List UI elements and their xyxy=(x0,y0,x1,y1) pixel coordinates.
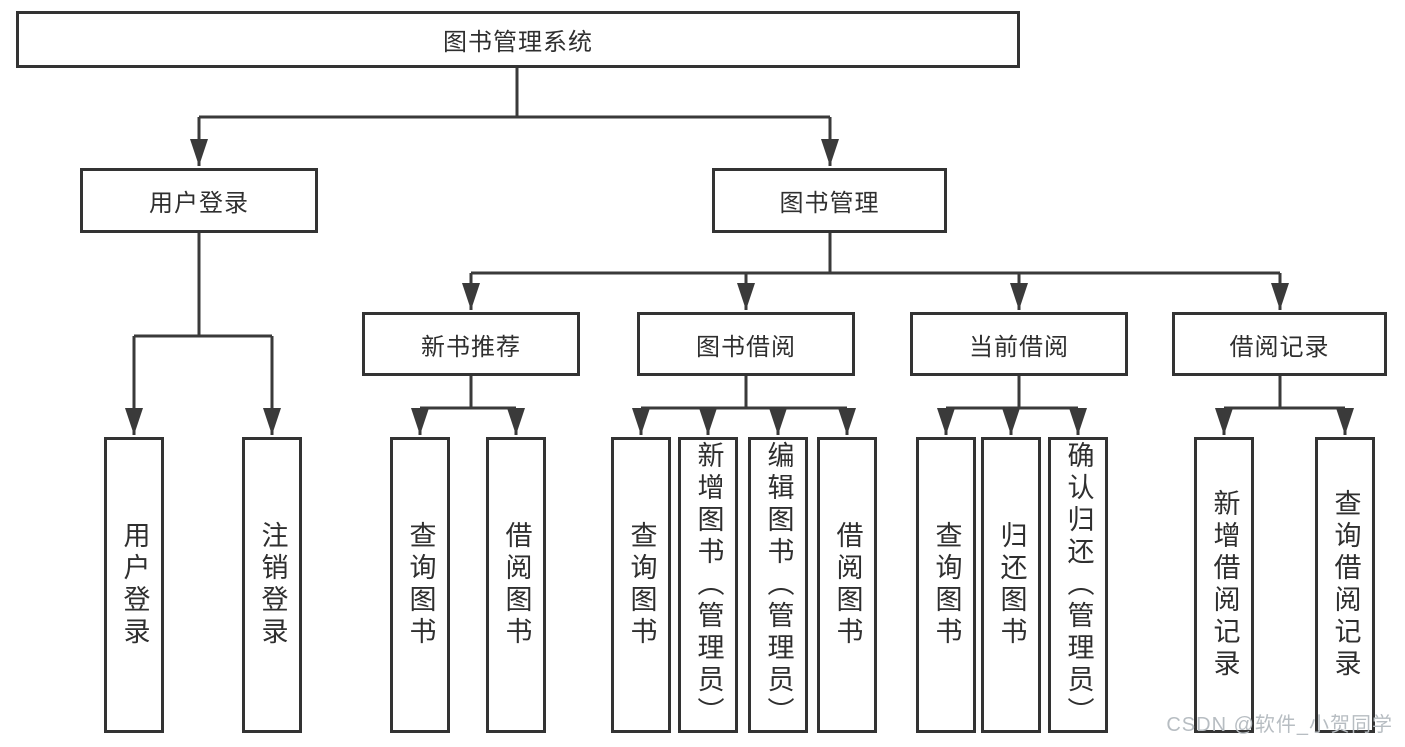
leaf-add-book-admin: 新增图书（管理员） xyxy=(678,437,738,733)
node-current-borrow: 当前借阅 xyxy=(910,312,1128,376)
leaf-query-book-current: 查询图书 xyxy=(916,437,976,733)
connector-trunks xyxy=(134,68,1345,410)
leaf-user-login: 用户登录 xyxy=(104,437,164,733)
node-book-management: 图书管理 xyxy=(712,168,947,233)
csdn-watermark: CSDN @软件_小贺同学 xyxy=(1166,714,1393,736)
node-user-login: 用户登录 xyxy=(80,168,318,233)
leaf-return-book: 归还图书 xyxy=(981,437,1041,733)
node-root: 图书管理系统 xyxy=(16,11,1020,68)
leaf-query-book-recommend: 查询图书 xyxy=(390,437,450,733)
node-borrow-record: 借阅记录 xyxy=(1172,312,1387,376)
leaf-edit-book-admin: 编辑图书（管理员） xyxy=(748,437,808,733)
leaf-borrow-book-recommend: 借阅图书 xyxy=(486,437,546,733)
node-book-borrow: 图书借阅 xyxy=(637,312,855,376)
node-new-book-recommend: 新书推荐 xyxy=(362,312,580,376)
leaf-logout: 注销登录 xyxy=(242,437,302,733)
leaf-query-book-borrow: 查询图书 xyxy=(611,437,671,733)
leaf-confirm-return-admin: 确认归还（管理员） xyxy=(1048,437,1108,733)
leaf-add-borrow-record: 新增借阅记录 xyxy=(1194,437,1254,733)
leaf-query-borrow-record: 查询借阅记录 xyxy=(1315,437,1375,733)
leaf-borrow-book: 借阅图书 xyxy=(817,437,877,733)
